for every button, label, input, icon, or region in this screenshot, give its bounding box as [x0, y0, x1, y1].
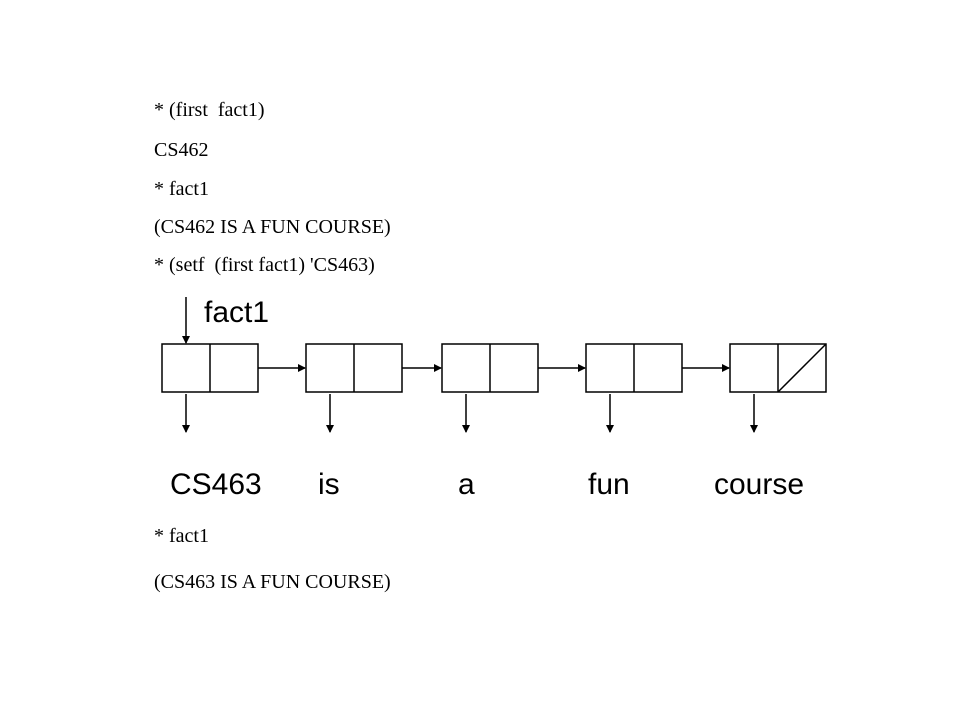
list-element-is: is: [318, 468, 340, 501]
repl-line-list-before: (CS462 IS A FUN COURSE): [154, 216, 391, 238]
repl-line-setf: * (setf (first fact1) 'CS463): [154, 254, 375, 276]
repl-line-eval-fact1: * fact1: [154, 178, 209, 200]
nil-slash: [777, 343, 827, 393]
repl-line-result: CS462: [154, 139, 209, 161]
repl-line-first-call: * (first fact1): [154, 99, 265, 121]
list-element-course: course: [714, 468, 805, 501]
list-element-a: a: [458, 468, 475, 501]
variable-label: fact1: [204, 296, 270, 329]
list-element-fun: fun: [588, 468, 630, 501]
list-element-cs463: CS463: [170, 468, 262, 501]
repl-line-eval-fact1-again: * fact1: [154, 525, 209, 547]
repl-line-list-after: (CS463 IS A FUN COURSE): [154, 571, 391, 593]
